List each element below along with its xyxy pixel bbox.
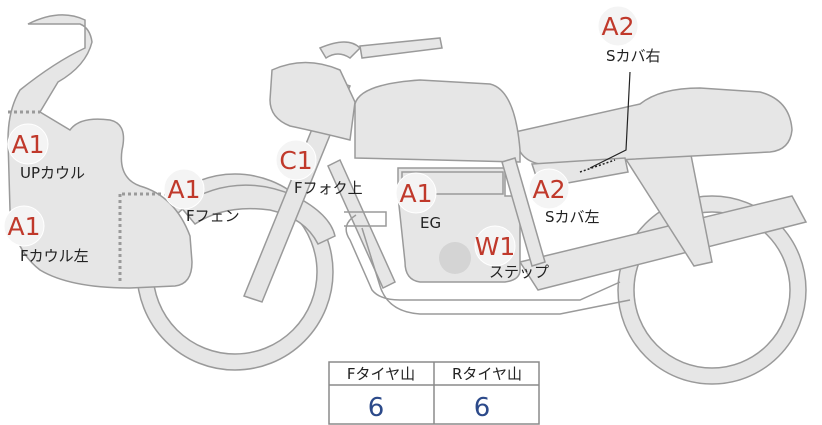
front-tread-header: Fタイヤ山 [347,365,415,383]
grade-text: A1 [399,179,432,208]
marker-label: Sカバ右 [606,47,661,65]
seat [515,88,792,164]
marker-label: UPカウル [20,164,85,182]
handle-grip [360,38,442,58]
rear-tread-value: 6 [474,393,491,423]
grade-text: A1 [11,130,44,159]
tread-table: Fタイヤ山 Rタイヤ山 6 6 [329,362,539,424]
rear-tread-header: Rタイヤ山 [452,365,522,383]
grade-text: C1 [279,146,312,175]
marker-label: Fフォク上 [294,179,363,197]
headlight-cowl [270,63,355,141]
marker-s-cover-right: A2 Sカバ右 [598,6,661,65]
front-tread-value: 6 [368,393,385,423]
grade-text: A1 [7,212,40,241]
grade-text: A2 [532,175,565,204]
engine-cover-dot [439,242,471,274]
fuel-tank [355,80,520,162]
grade-text: A1 [167,175,200,204]
handlebar [320,42,360,58]
marker-label: Sカバ左 [545,208,600,226]
grade-text: W1 [475,232,516,261]
marker-label: EG [420,214,441,232]
grade-text: A2 [601,12,634,41]
marker-label: Fカウル左 [20,247,89,265]
marker-label: ステップ [489,263,549,281]
marker-label: Fフェン [186,207,240,225]
